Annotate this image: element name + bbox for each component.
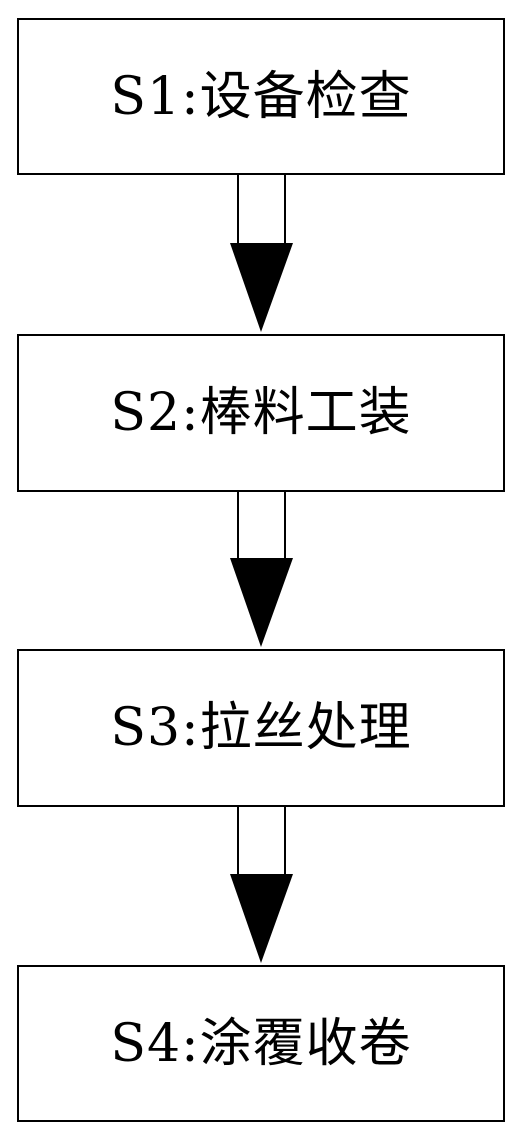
flow-arrow-s1-s2 <box>0 175 525 334</box>
arrow-down-icon <box>230 492 293 647</box>
flow-arrow-s2-s3 <box>0 492 525 649</box>
step-box-s3: S3:拉丝处理 <box>17 649 505 807</box>
step-label-s4: S4:涂覆收卷 <box>110 1013 412 1074</box>
step-label-s1: S1:设备检查 <box>110 66 412 127</box>
arrow-down-icon <box>230 175 293 332</box>
step-box-s4: S4:涂覆收卷 <box>17 965 505 1122</box>
flow-arrow-s3-s4 <box>0 807 525 965</box>
step-box-s1: S1:设备检查 <box>17 18 505 175</box>
step-label-s3: S3:拉丝处理 <box>110 698 412 758</box>
step-box-s2: S2:棒料工装 <box>17 334 505 492</box>
step-label-s2: S2:棒料工装 <box>110 383 412 443</box>
arrow-down-icon <box>230 807 293 963</box>
